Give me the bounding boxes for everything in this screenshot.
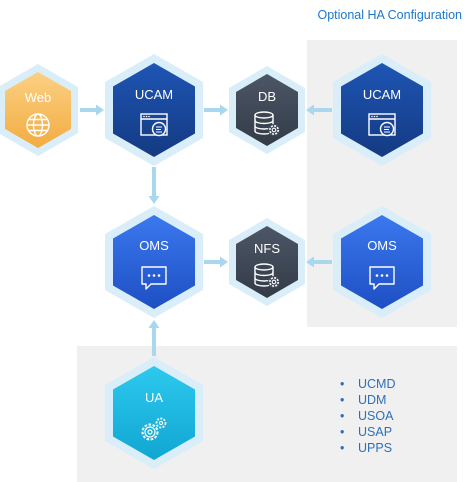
node-hexagon xyxy=(113,63,195,157)
service-item: • UDM xyxy=(340,392,396,408)
oms-label: OMS xyxy=(139,238,169,253)
arrow-ucamha-to-db xyxy=(306,104,332,116)
node-hexagon xyxy=(341,63,423,157)
node-hexagon xyxy=(5,72,71,148)
connector-arrows xyxy=(80,104,332,356)
service-item: • USOA xyxy=(340,408,396,424)
bullet-icon: • xyxy=(340,393,345,407)
service-label: USAP xyxy=(358,425,393,439)
bullet-icon: • xyxy=(340,441,345,455)
service-label: UDM xyxy=(358,393,387,407)
oms-ha-label: OMS xyxy=(367,238,397,253)
arrow-oms-to-nfs xyxy=(204,256,228,268)
web-label: Web xyxy=(25,90,52,105)
arrow-ua-to-oms xyxy=(148,320,160,356)
arrow-ucam-to-oms xyxy=(148,167,160,204)
arrow-omsha-to-nfs xyxy=(306,256,332,268)
nfs-label: NFS xyxy=(254,241,280,256)
service-item: • UCMD xyxy=(340,376,396,392)
service-item: • UPPS xyxy=(340,440,396,456)
node-hexagon xyxy=(236,226,298,298)
node-hexagon xyxy=(341,215,423,309)
ucam-ha-label: UCAM xyxy=(363,87,401,102)
node-hexagon xyxy=(113,366,195,460)
web-node[interactable]: Web xyxy=(0,64,78,156)
service-item: • USAP xyxy=(340,424,396,440)
service-label: USOA xyxy=(358,409,394,423)
bullet-icon: • xyxy=(340,377,345,391)
ucam-node[interactable]: UCAM xyxy=(105,54,203,166)
node-hexagon xyxy=(113,215,195,309)
nfs-node[interactable]: NFS xyxy=(229,218,305,306)
ucam-ha-node[interactable]: UCAM xyxy=(333,54,431,166)
ua-node[interactable]: UA xyxy=(105,357,203,469)
ua-label: UA xyxy=(145,390,163,405)
bullet-icon: • xyxy=(340,409,345,423)
db-label: DB xyxy=(258,89,276,104)
oms-node[interactable]: OMS xyxy=(105,206,203,318)
arrow-web-to-ucam xyxy=(80,104,104,116)
service-label: UPPS xyxy=(358,441,393,455)
bullet-icon: • xyxy=(340,425,345,439)
service-label: UCMD xyxy=(358,377,396,391)
arrow-ucam-to-db xyxy=(204,104,228,116)
node-hexagon xyxy=(236,74,298,146)
ha-configuration-title: Optional HA Configuration xyxy=(317,8,462,22)
db-node[interactable]: DB xyxy=(229,66,305,154)
ua-service-list: • UCMD • UDM • USOA • USAP • UPPS xyxy=(340,376,396,456)
oms-ha-node[interactable]: OMS xyxy=(333,206,431,318)
ucam-label: UCAM xyxy=(135,87,173,102)
